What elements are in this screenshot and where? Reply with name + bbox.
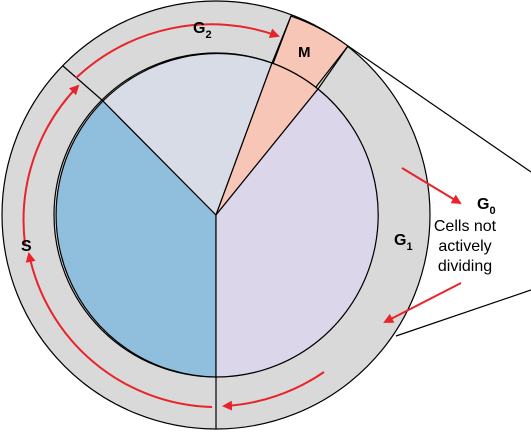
g0-note-line-2: actively bbox=[438, 238, 491, 255]
s-sector bbox=[55, 100, 217, 378]
divider-g2-m bbox=[271, 15, 292, 64]
label-g2: G2 bbox=[193, 20, 212, 41]
g0-callout-bottom-line bbox=[395, 289, 531, 337]
label-g0: G0 bbox=[477, 196, 496, 217]
g0-note-line-1: Cells not bbox=[434, 218, 497, 235]
label-g1: G1 bbox=[394, 232, 413, 253]
g0-callout-top-line bbox=[347, 45, 531, 173]
cycle-arrow-g1 bbox=[222, 371, 325, 411]
label-s: S bbox=[21, 238, 32, 255]
arrow-to-g0 bbox=[401, 167, 462, 205]
label-m: M bbox=[298, 44, 311, 61]
cycle-arrow-s-up bbox=[22, 84, 80, 245]
arrow-from-g0 bbox=[383, 282, 462, 323]
divider-s-g2 bbox=[62, 65, 104, 102]
g0-note-line-3: dividing bbox=[438, 258, 492, 275]
cycle-arrow-s-down bbox=[25, 252, 213, 408]
divider-m-g1 bbox=[317, 45, 349, 90]
g1-sector bbox=[215, 88, 379, 378]
g2-sector bbox=[102, 53, 273, 217]
cycle-arrow-g2 bbox=[75, 23, 280, 79]
